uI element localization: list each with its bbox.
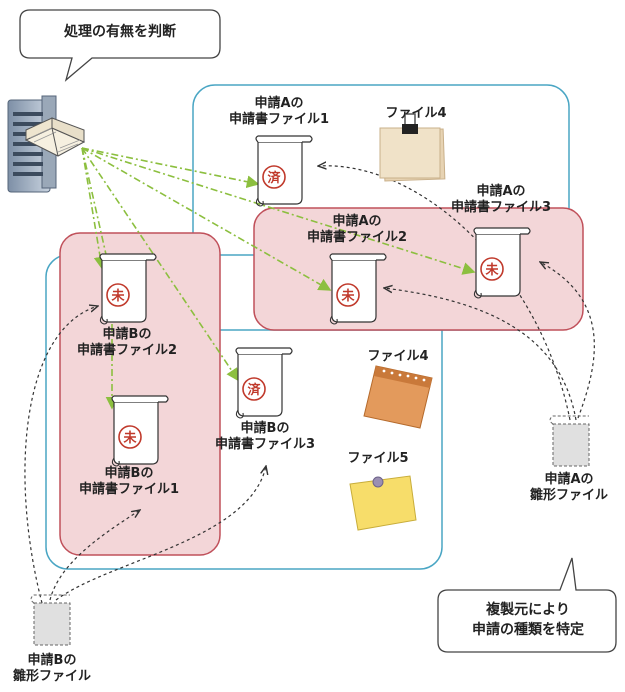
app-a-file1-label: 申請Aの 申請書ファイル1	[228, 96, 330, 127]
stamp-text: 済	[267, 170, 281, 186]
app-b-file1-label: 申請Bの 申請書ファイル1	[78, 466, 180, 497]
app-a-file2-label: 申請Aの 申請書ファイル2	[306, 214, 408, 245]
region-app-b-outer	[45, 254, 443, 570]
stamp-circle	[262, 165, 286, 189]
stamp-circle	[118, 425, 142, 449]
file5-label: ファイル5	[347, 451, 409, 466]
app-a-file1-scroll-icon: 済	[255, 135, 313, 207]
binder-clip-paper-icon	[379, 113, 446, 182]
app-a-file3-scroll-icon: 未	[473, 227, 531, 299]
stamp-circle	[336, 283, 360, 307]
stamp-text: 未	[484, 262, 499, 278]
stamp-text: 未	[340, 288, 355, 304]
file4-top-label: ファイル4	[385, 106, 447, 121]
app-b-file3-label: 申請Bの 申請書ファイル3	[214, 421, 316, 452]
stamp-text: 未	[110, 288, 125, 304]
stamp-text: 未	[122, 430, 137, 446]
app-a-file3-label: 申請Aの 申請書ファイル3	[450, 184, 552, 215]
speech-bubble-top-text: 処理の有無を判断	[64, 24, 176, 40]
stamp-text: 済	[247, 382, 261, 398]
speech-bubble-bottom	[437, 557, 617, 653]
app-b-file3-scroll-icon: 済	[235, 347, 293, 419]
notepad-icon	[363, 365, 433, 429]
speech-bubble-top	[19, 9, 221, 82]
app-b-file2-scroll-icon: 未	[99, 253, 157, 325]
stamp-circle	[242, 377, 266, 401]
sticky-note-icon	[349, 475, 417, 531]
template-b-label: 申請Bの 雛形ファイル	[12, 653, 91, 684]
region-app-b-pending	[59, 232, 221, 556]
template-a-label: 申請Aの 雛形ファイル	[529, 472, 608, 503]
stamp-circle	[106, 283, 130, 307]
template-arrows	[24, 166, 595, 604]
app-a-file2-scroll-icon: 未	[329, 253, 387, 325]
app-b-file1-scroll-icon: 未	[111, 395, 169, 467]
file4-mid-label: ファイル4	[367, 349, 429, 364]
app-b-file2-label: 申請Bの 申請書ファイル2	[76, 327, 178, 358]
open-book-icon	[24, 117, 86, 157]
speech-bubble-bottom-text: 複製元により 申請の種類を特定	[472, 602, 584, 638]
template-b-icon	[30, 594, 71, 646]
stamp-circle	[480, 257, 504, 281]
template-a-icon	[549, 415, 590, 467]
